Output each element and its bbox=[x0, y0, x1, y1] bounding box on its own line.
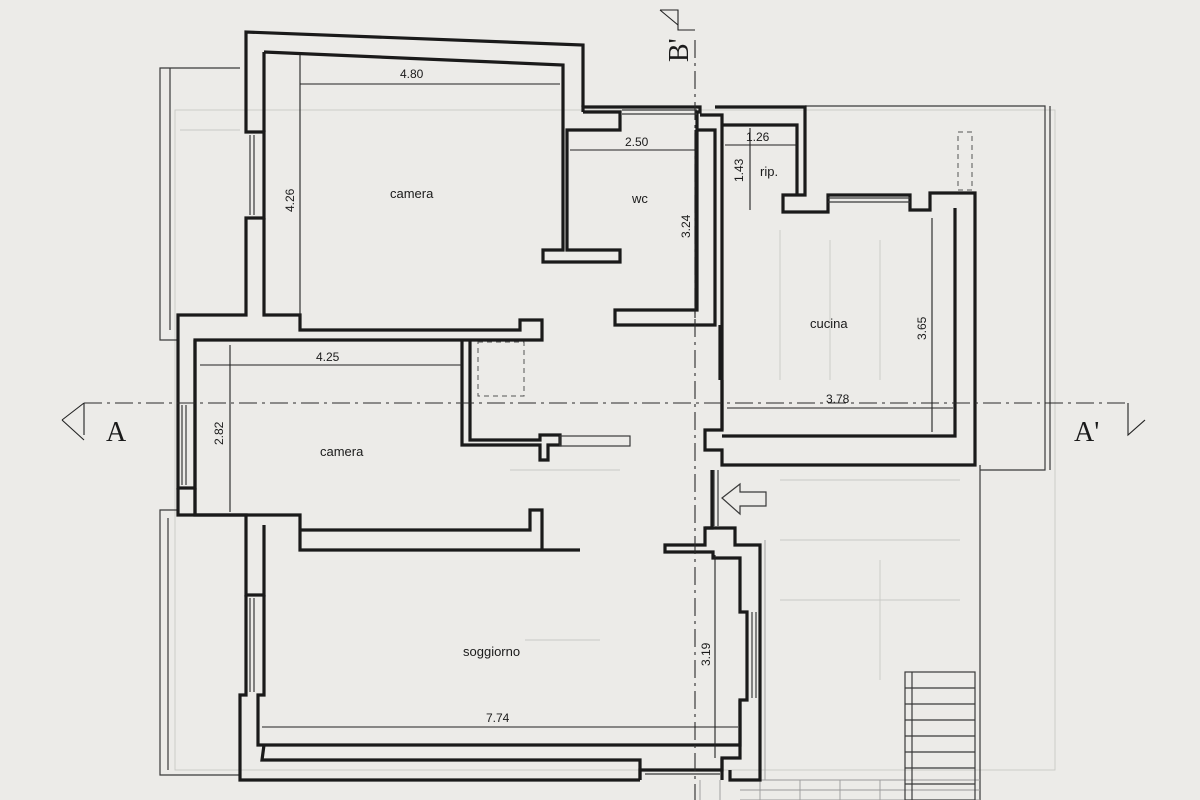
dim-cucina-height: 3.65 bbox=[915, 316, 929, 340]
dim-camera-left-height: 2.82 bbox=[212, 421, 226, 445]
dim-rip-height: 1.43 bbox=[732, 158, 746, 182]
section-mark-a-prime: A' bbox=[1074, 417, 1099, 448]
stairs bbox=[699, 671, 976, 800]
room-label-soggiorno: soggiorno bbox=[463, 644, 520, 659]
dim-camera-top-height: 4.26 bbox=[283, 188, 297, 212]
dim-soggiorno-width: 7.74 bbox=[486, 711, 510, 725]
windows bbox=[181, 109, 910, 775]
entrance-arrow-icon bbox=[721, 482, 767, 516]
fixtures bbox=[477, 131, 973, 447]
room-label-cucina: cucina bbox=[810, 316, 848, 331]
section-marks: A A' B' bbox=[106, 38, 1099, 448]
terrace-outlines bbox=[159, 67, 1051, 800]
dim-rip-width: 1.26 bbox=[746, 130, 770, 144]
room-label-wc: wc bbox=[631, 191, 648, 206]
dim-cucina-width: 3.78 bbox=[826, 392, 850, 406]
dim-soggiorno-height: 3.19 bbox=[699, 642, 713, 666]
background-lines bbox=[174, 109, 1056, 771]
dim-camera-left-width: 4.25 bbox=[316, 350, 340, 364]
dim-wc-width: 2.50 bbox=[625, 135, 649, 149]
room-labels: camera wc rip. cucina camera soggiorno bbox=[320, 164, 848, 659]
dimension-lines bbox=[200, 55, 953, 758]
room-label-camera-left: camera bbox=[320, 444, 364, 459]
section-mark-b-prime: B' bbox=[664, 38, 695, 62]
dimension-labels: 4.80 4.26 2.50 3.24 1.26 1.43 3.65 3.78 … bbox=[212, 67, 929, 725]
section-mark-a: A bbox=[106, 417, 127, 448]
dim-camera-top-width: 4.80 bbox=[400, 67, 424, 81]
room-label-camera-top: camera bbox=[390, 186, 434, 201]
dim-wc-height: 3.24 bbox=[679, 214, 693, 238]
walls bbox=[176, 30, 977, 782]
room-label-rip: rip. bbox=[760, 164, 778, 179]
